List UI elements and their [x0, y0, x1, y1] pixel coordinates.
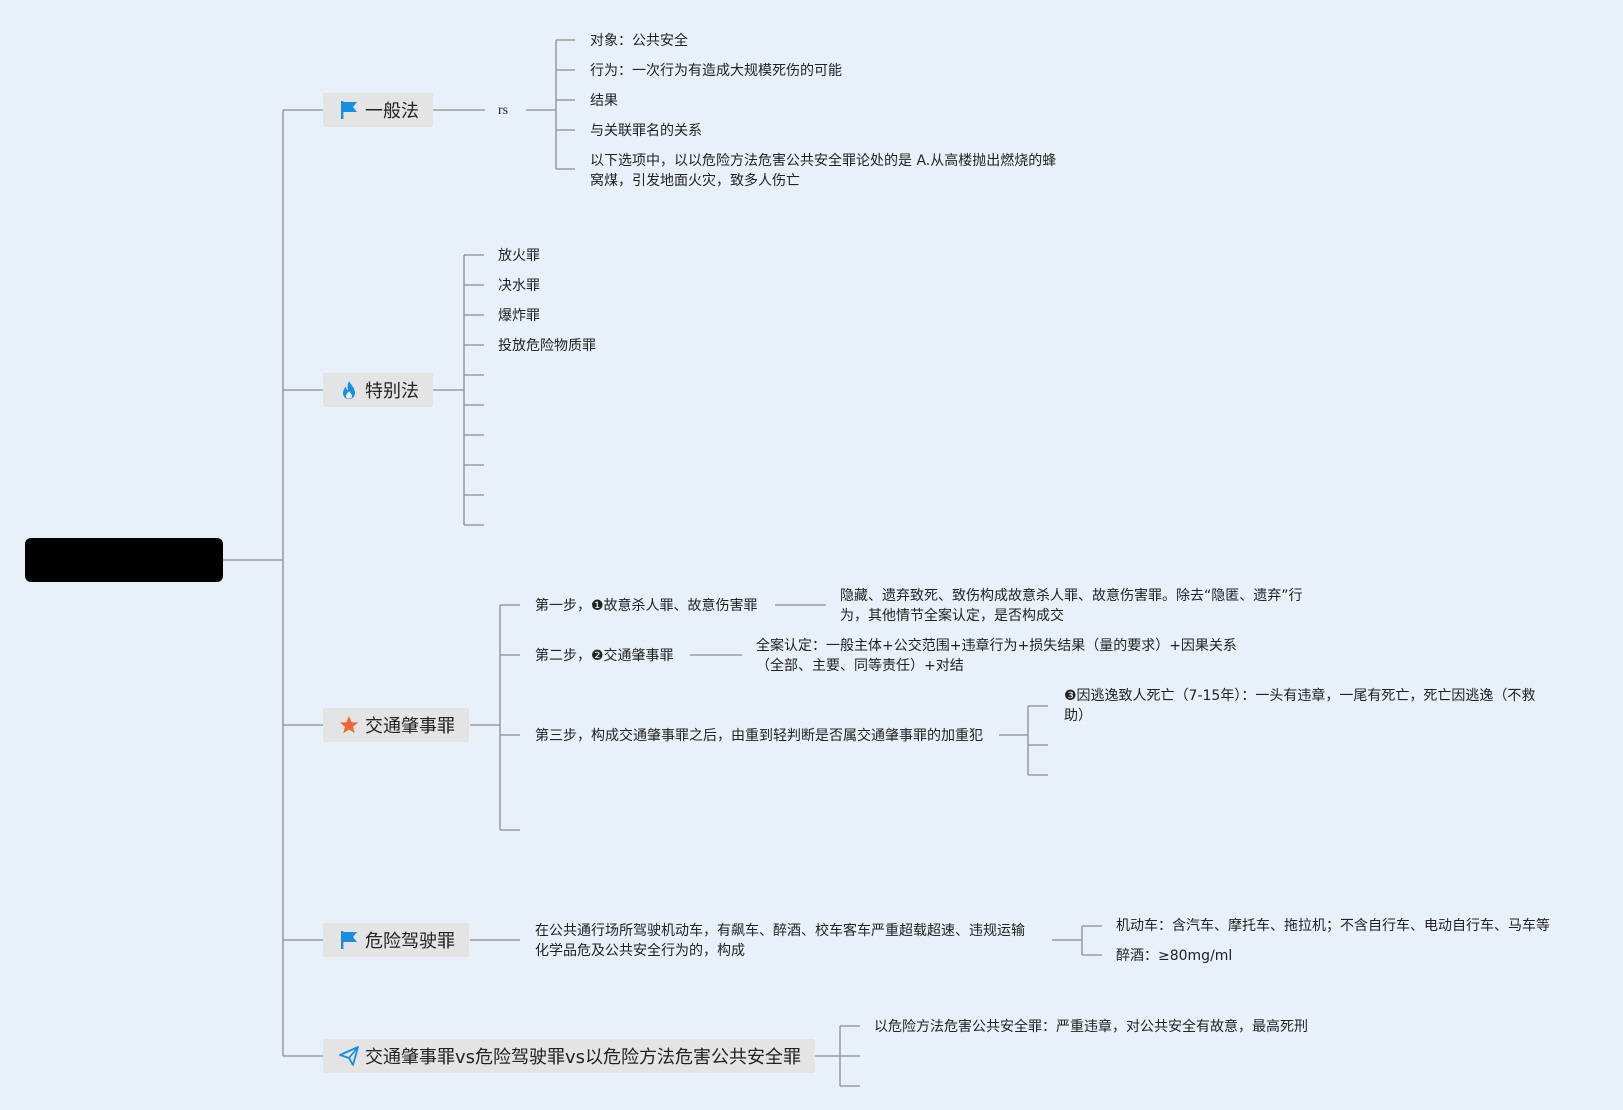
- general-item-relation[interactable]: 与关联罪名的关系: [590, 123, 702, 139]
- topic-dangerous-driving[interactable]: 危险驾驶罪: [323, 923, 469, 957]
- traffic-step-3[interactable]: 第三步，构成交通肇事罪之后，由重到轻判断是否属交通肇事罪的加重犯: [535, 728, 983, 744]
- general-item-result[interactable]: 结果: [590, 93, 618, 109]
- topic-general-law[interactable]: 一般法: [323, 93, 433, 127]
- flag-icon: [339, 100, 359, 120]
- general-item-object[interactable]: 对象：公共安全: [590, 33, 688, 49]
- dangerous-drunk[interactable]: 醉酒：≥80mg/ml: [1116, 948, 1233, 964]
- special-item-arson[interactable]: 放火罪: [498, 248, 540, 264]
- topic-label: 一般法: [365, 101, 419, 122]
- general-mid-node[interactable]: rs: [498, 103, 509, 118]
- traffic-step-2[interactable]: 第二步，❷交通肇事罪: [535, 648, 674, 664]
- general-item-question[interactable]: 以下选项中，以以危险方法危害公共安全罪论处的是 A.从高楼抛出燃烧的蜂窝煤，引发…: [590, 153, 1057, 189]
- topic-traffic-accident[interactable]: 交通肇事罪: [323, 708, 469, 742]
- star-icon: [339, 715, 359, 735]
- topic-label: 交通肇事罪: [365, 716, 455, 737]
- traffic-step-2-detail[interactable]: 全案认定：一般主体+公交范围+违章行为+损失结果（量的要求）+因果关系（全部、主…: [756, 638, 1237, 674]
- root-topic[interactable]: [25, 538, 223, 582]
- topic-label: 特别法: [365, 381, 419, 402]
- traffic-step-1[interactable]: 第一步，❶故意杀人罪、故意伤害罪: [535, 598, 758, 614]
- topic-comparison[interactable]: 交通肇事罪vs危险驾驶罪vs以危险方法危害公共安全罪: [323, 1039, 816, 1073]
- traffic-step-1-detail[interactable]: 隐藏、遗弃致死、致伤构成故意杀人罪、故意伤害罪。除去“隐匿、遗弃”行为，其他情节…: [840, 588, 1303, 624]
- flame-icon: [339, 380, 359, 400]
- flag-icon: [339, 930, 359, 950]
- compare-item-1[interactable]: 以危险方法危害公共安全罪：严重违章，对公共安全有故意，最高死刑: [874, 1019, 1308, 1035]
- special-item-flood[interactable]: 决水罪: [498, 278, 540, 294]
- special-item-poison[interactable]: 投放危险物质罪: [498, 338, 596, 354]
- topic-label: 危险驾驶罪: [365, 931, 455, 952]
- special-item-explosion[interactable]: 爆炸罪: [498, 308, 540, 324]
- paper-plane-icon: [339, 1046, 359, 1066]
- topic-label: 交通肇事罪vs危险驾驶罪vs以危险方法危害公共安全罪: [365, 1047, 802, 1068]
- dangerous-definition[interactable]: 在公共通行场所驾驶机动车，有飙车、醉酒、校车客车严重超载超速、违规运输化学品危及…: [535, 923, 1025, 959]
- topic-special-law[interactable]: 特别法: [323, 373, 433, 407]
- general-item-behavior[interactable]: 行为：一次行为有造成大规模死伤的可能: [590, 63, 842, 79]
- dangerous-vehicle[interactable]: 机动车：含汽车、摩托车、拖拉机；不含自行车、电动自行车、马车等: [1116, 918, 1550, 934]
- traffic-step-3-detail[interactable]: ❸因逃逸致人死亡（7-15年）：一头有违章，一尾有死亡，死亡因逃逸（不救助）: [1064, 688, 1536, 724]
